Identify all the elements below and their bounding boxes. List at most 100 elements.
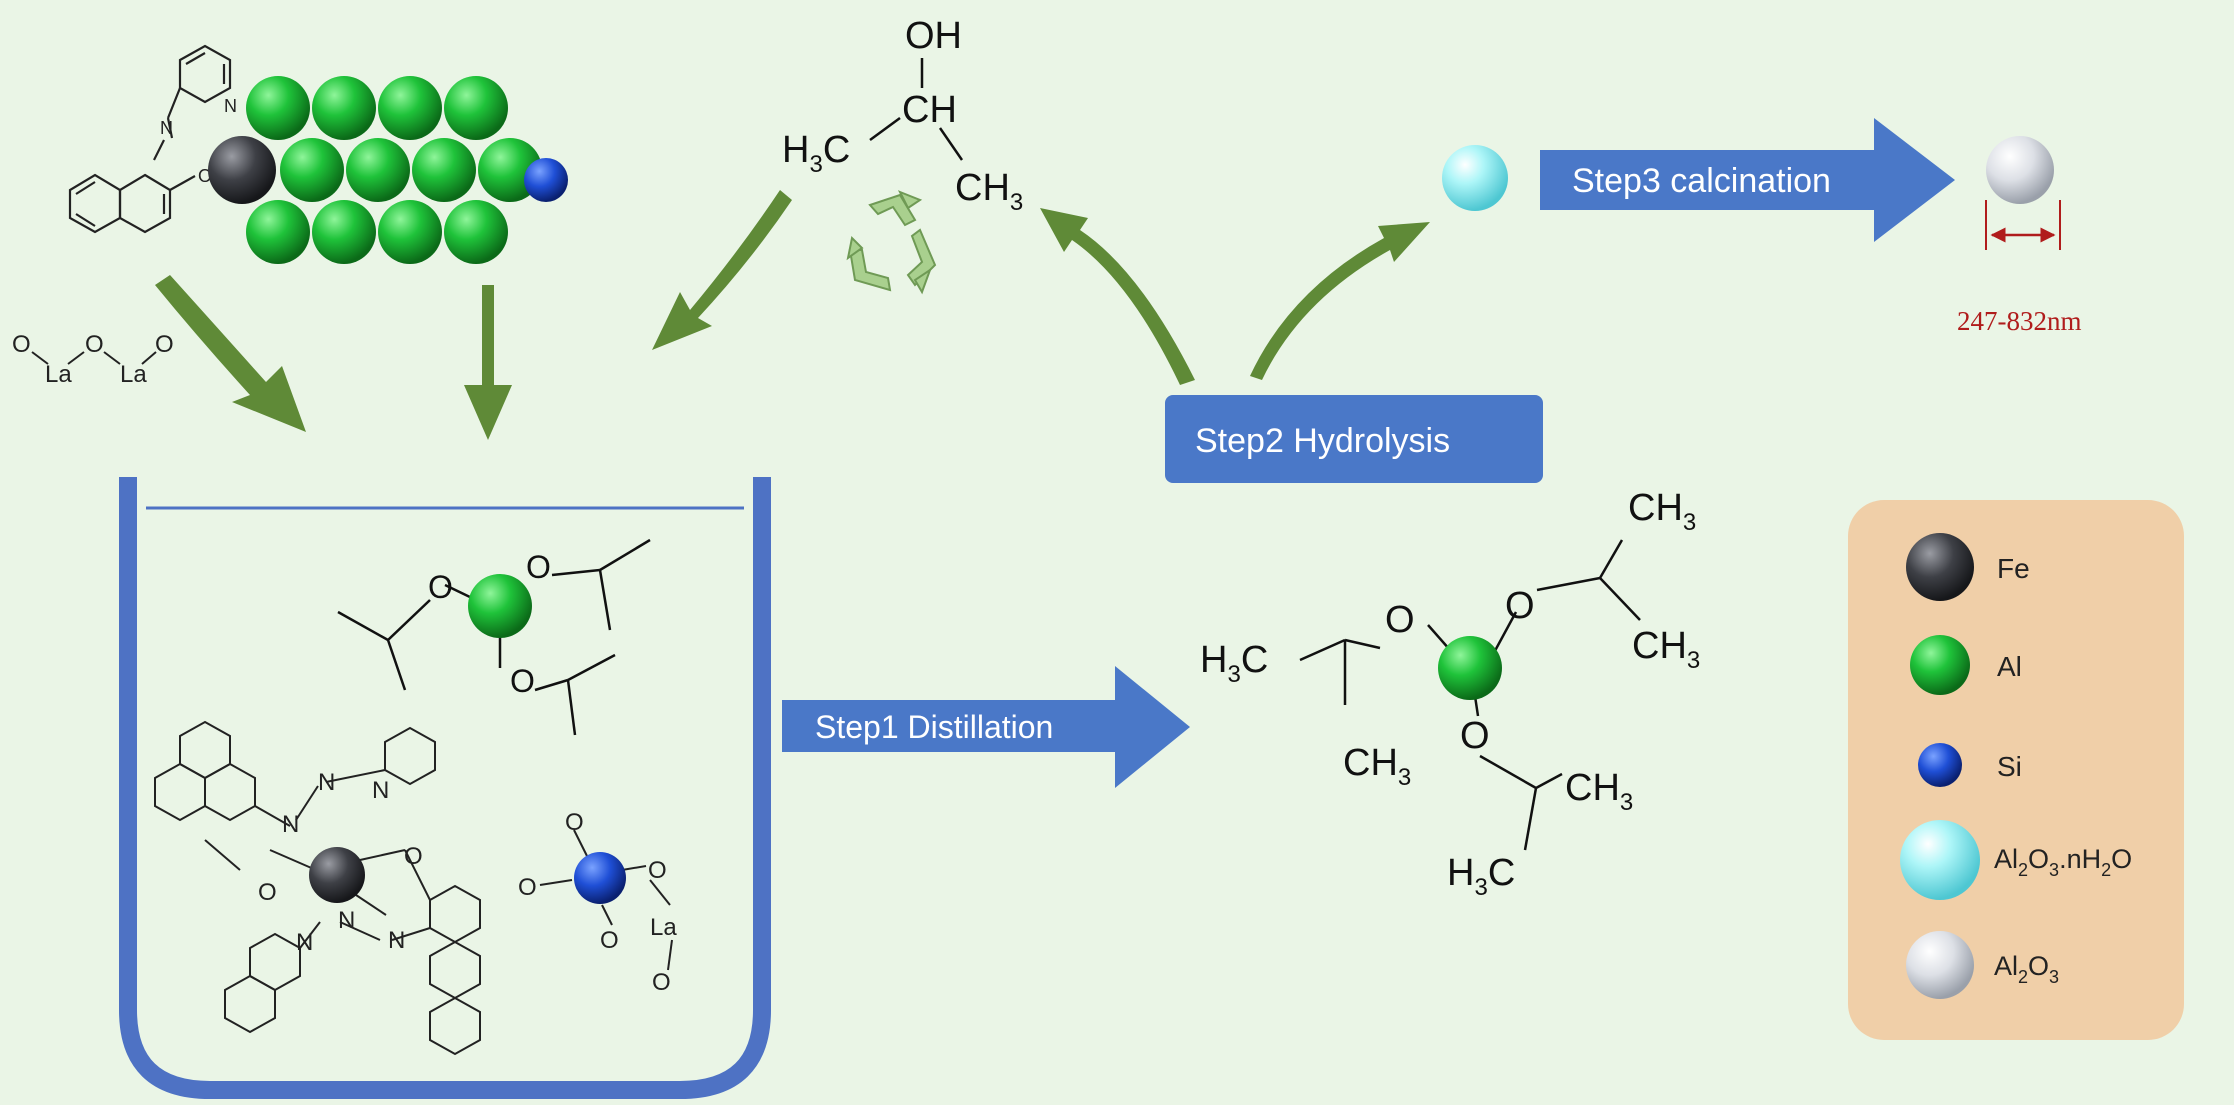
legend-al-swatch: [1910, 635, 1970, 695]
recycle-icon: [846, 190, 937, 295]
azo-ligand-structure: [68, 44, 232, 234]
legend-hydrate-swatch: [1900, 820, 1980, 900]
step1-label: Step1 Distillation: [815, 709, 1053, 745]
al-particle: [246, 76, 310, 140]
atom-n: N: [296, 929, 313, 956]
ch3-label: CH3: [1565, 767, 1633, 816]
al-particle: [246, 200, 310, 264]
beaker-alkoxide-structure: O O O: [337, 538, 651, 736]
fe-particle: [208, 136, 276, 204]
atom-n: N: [318, 769, 335, 796]
legend-fe-swatch: [1906, 533, 1974, 601]
legend-alumina-swatch: [1906, 931, 1974, 999]
legend-si-swatch: [1918, 743, 1962, 787]
atom-o: O: [652, 969, 671, 996]
alumina-particle: [1986, 136, 2054, 204]
arrow-hydrolysis-to-hydrate: [1250, 222, 1430, 380]
legend-item-al: Al: [1910, 635, 2022, 695]
al-particle: [444, 200, 508, 264]
atom-o: O: [155, 331, 174, 358]
legend-fe-label: Fe: [1997, 553, 2030, 584]
beaker: [119, 477, 771, 1099]
al-center-product: [1438, 636, 1502, 700]
ch3-label: CH3: [1632, 625, 1700, 674]
isopropanol-ch3: CH3: [955, 167, 1023, 216]
atom-label-n: N: [224, 96, 237, 116]
legend-item-si: Si: [1918, 743, 2022, 787]
atom-o: O: [258, 879, 277, 906]
size-range-label: 247-832nm: [1957, 306, 2082, 336]
al-particle: [312, 76, 376, 140]
la2o3-structure: O La O La O: [12, 331, 174, 388]
si-la-fragment: O O O O La O: [518, 809, 677, 996]
atom-o: O: [1385, 599, 1415, 641]
atom-o: O: [648, 857, 667, 884]
ch3-label: CH3: [1343, 742, 1411, 791]
legend-item-fe: Fe: [1906, 533, 2030, 601]
step1-arrow: Step1 Distillation: [782, 666, 1190, 788]
atom-la: La: [45, 361, 72, 388]
atom-o: O: [600, 927, 619, 954]
step2-box: Step2 Hydrolysis: [1165, 395, 1543, 483]
green-arrows: [155, 190, 1430, 440]
atom-o: O: [510, 663, 535, 699]
step2-label: Step2 Hydrolysis: [1195, 422, 1450, 460]
atom-o: O: [518, 874, 537, 901]
fe-al-si-alloy: [208, 76, 568, 264]
atom-la: La: [650, 914, 677, 941]
al-particle: [280, 138, 344, 202]
legend-item-hydrate: Al2O3.nH2O: [1900, 820, 2132, 900]
atom-o: O: [85, 331, 104, 358]
arrow-ligand-to-beaker: [155, 275, 306, 432]
legend: Fe Al Si Al2O3.nH2O Al2O3: [1848, 500, 2184, 1040]
la2o3-bonds: [31, 351, 157, 365]
h3c-label: H3C: [1200, 639, 1268, 688]
arrow-alloy-to-beaker: [464, 285, 512, 440]
al-particle: [346, 138, 410, 202]
legend-al-label: Al: [1997, 651, 2022, 682]
atom-n: N: [388, 927, 405, 954]
legend-item-alumina: Al2O3: [1906, 931, 2059, 999]
product-alkoxide-structure: O O O CH3 CH3 H3C CH3 CH3 H3C: [1200, 487, 1700, 901]
fe-center: [309, 847, 365, 903]
step3-label: Step3 calcination: [1572, 162, 1831, 200]
atom-o: O: [428, 569, 453, 605]
isopropanol-bonds: [869, 58, 964, 161]
atom-n: N: [282, 811, 299, 838]
fe-complex-labels: N N N O O N N N: [258, 769, 423, 956]
al-particle: [378, 76, 442, 140]
h3c-label: H3C: [1447, 852, 1515, 901]
fe-complex-structure: [154, 720, 481, 1056]
atom-o: O: [1460, 715, 1490, 757]
si-particle: [524, 158, 568, 202]
isopropanol-oh: OH: [905, 15, 962, 57]
atom-n: N: [372, 777, 389, 804]
arrow-hydrolysis-to-isopropanol: [1040, 208, 1195, 385]
atom-la: La: [120, 361, 147, 388]
atom-o: O: [1505, 585, 1535, 627]
legend-hydrate-label: Al2O3.nH2O: [1994, 844, 2132, 880]
legend-alumina-label: Al2O3: [1994, 951, 2059, 987]
al-particle: [378, 200, 442, 264]
al-particle: [444, 76, 508, 140]
atom-n: N: [338, 907, 355, 934]
isopropanol-ch: CH: [902, 89, 957, 131]
legend-panel: [1848, 500, 2184, 1040]
size-indicator: 247-832nm: [1957, 200, 2082, 336]
si-center: [574, 852, 626, 904]
al-particle: [412, 138, 476, 202]
ch3-label: CH3: [1628, 487, 1696, 536]
atom-o: O: [565, 809, 584, 836]
al-center: [468, 574, 532, 638]
atom-o: O: [526, 549, 551, 585]
hydrate-particle: [1442, 145, 1508, 211]
atom-label-n2: N: [160, 118, 173, 138]
legend-si-label: Si: [1997, 751, 2022, 782]
isopropanol-structure: OH CH H3C CH3: [782, 15, 1023, 216]
atom-o: O: [12, 331, 31, 358]
atom-o: O: [404, 843, 423, 870]
arrow-isopropanol-to-beaker: [652, 190, 792, 350]
beaker-wall: [119, 477, 771, 1099]
